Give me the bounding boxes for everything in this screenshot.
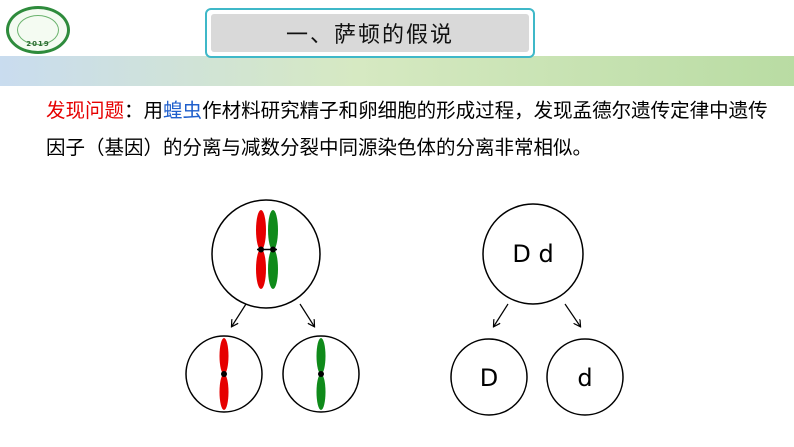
centromere: [258, 247, 264, 253]
allele-D-label: D: [480, 364, 498, 392]
arrow-right: [300, 304, 314, 326]
daughter-cell-green: [283, 336, 359, 412]
allele-d-label: d: [577, 364, 592, 392]
parent-cell-alleles: D d: [483, 204, 583, 304]
daughter-cell-D: D: [451, 339, 527, 415]
arrow-right: [565, 304, 580, 326]
daughter-cell-red: [186, 336, 262, 412]
arrow-left: [232, 304, 246, 326]
red-chromosome-lower: [256, 249, 266, 289]
green-chromosome-lower: [268, 249, 278, 289]
red-chromosome-upper: [256, 210, 266, 250]
daughter-cell-d: d: [547, 339, 623, 415]
arrow-left: [494, 304, 508, 326]
centromere: [270, 247, 276, 253]
parent-allele-label: D d: [512, 240, 553, 268]
green-chromosome-upper: [268, 210, 278, 250]
parent-cell-chromosomes: [212, 200, 320, 308]
